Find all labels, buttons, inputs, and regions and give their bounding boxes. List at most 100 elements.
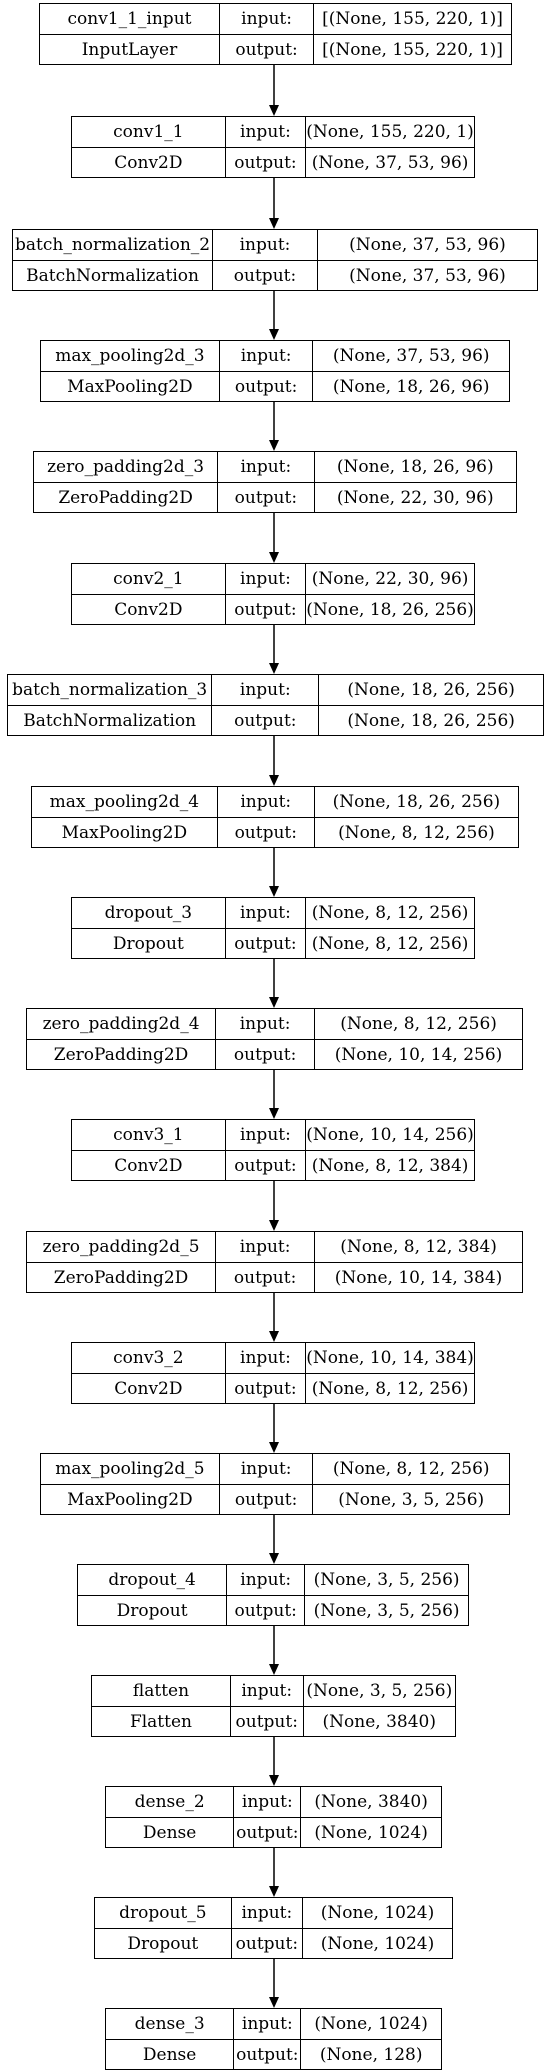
layer-name: dropout_5 [119,1903,207,1923]
output-shape: (None, 3840) [302,1707,455,1736]
input-label: input: [233,1787,300,1817]
arrowhead-icon [269,1108,279,1119]
layer-row: Dropout output:(None, 3, 5, 256) [78,1595,468,1625]
arrowhead-icon [269,1664,279,1675]
layer-name: conv2_1 [113,569,184,589]
layer-name: batch_normalization_3 [12,680,208,700]
output-shape: (None, 10, 14, 384) [314,1263,522,1292]
input-shape: (None, 8, 12, 256) [305,898,474,928]
layer-name: dense_2 [134,1792,205,1812]
input-label: input: [233,2009,300,2039]
layer-type: ZeroPadding2D [58,487,193,508]
input-label: input: [224,1120,305,1150]
arrowhead-icon [269,1331,279,1342]
output-shape: (None, 8, 12, 256) [313,818,518,847]
output-shape: (None, 3, 5, 256) [304,1596,468,1625]
layer-name: conv1_1_input [67,9,192,29]
arrowhead-icon [269,1997,279,2008]
layer-name: max_pooling2d_3 [55,346,205,366]
layer-name: dense_3 [134,2014,205,2034]
layer-name: max_pooling2d_4 [49,792,200,812]
arrowhead-icon [269,329,279,340]
output-label: output: [216,818,314,847]
input-shape: (None, 18, 26, 256) [318,675,543,705]
output-label: output: [218,35,313,64]
output-label: output: [211,706,318,735]
layer-name: zero_padding2d_5 [42,1237,200,1257]
layer-row: zero_padding2d_5 input:(None, 8, 12, 384) [27,1232,522,1262]
layer-name: conv1_1 [113,122,184,142]
layer-row: MaxPooling2D output:(None, 8, 12, 256) [32,817,518,847]
arrowhead-icon [269,663,279,674]
output-label: output: [226,1596,304,1625]
input-shape: (None, 18, 26, 96) [313,452,516,482]
input-label: input: [224,898,305,928]
layer-type: Conv2D [114,599,183,620]
layer-type: Conv2D [114,1155,183,1176]
input-label: input: [215,1232,314,1262]
output-label: output: [218,372,313,401]
layer-type: ZeroPadding2D [53,1044,189,1065]
input-shape: (None, 8, 12, 384) [314,1232,522,1262]
output-shape: (None, 18, 26, 96) [312,372,509,401]
output-shape: (None, 8, 12, 256) [305,929,474,958]
output-label: output: [224,595,305,624]
output-shape: (None, 1024) [300,1818,441,1847]
input-label: input: [211,675,318,705]
input-label: input: [229,1676,303,1706]
input-shape: (None, 3840) [300,1787,441,1817]
output-label: output: [229,1707,303,1736]
layer-type: MaxPooling2D [67,376,193,397]
layer-row: dense_2 input:(None, 3840) [106,1787,441,1817]
layer-node-zero-padding2d-5: zero_padding2d_5 input:(None, 8, 12, 384)… [26,1231,523,1293]
output-label: output: [218,1485,313,1514]
input-label: input: [224,117,305,147]
output-label: output: [217,483,313,512]
output-label: output: [230,1929,302,1958]
layer-name: zero_padding2d_3 [47,457,205,477]
layer-type: Flatten [129,1711,192,1732]
layer-row: Flatten output:(None, 3840) [92,1706,455,1736]
input-label: input: [224,564,305,594]
arrowhead-icon [269,1442,279,1453]
output-shape: [(None, 155, 220, 1)] [313,35,511,64]
output-shape: (None, 128) [300,2040,441,2069]
layer-row: MaxPooling2D output:(None, 18, 26, 96) [41,371,509,401]
layer-name: conv3_1 [113,1125,184,1145]
layer-type: BatchNormalization [23,710,197,731]
layer-type: MaxPooling2D [61,822,188,843]
output-label: output: [233,2040,300,2069]
input-shape: (None, 8, 12, 256) [314,1009,522,1039]
layer-type: Dropout [116,1600,188,1621]
output-shape: (None, 3, 5, 256) [312,1485,509,1514]
input-label: input: [215,1009,314,1039]
output-shape: (None, 37, 53, 96) [305,148,474,177]
